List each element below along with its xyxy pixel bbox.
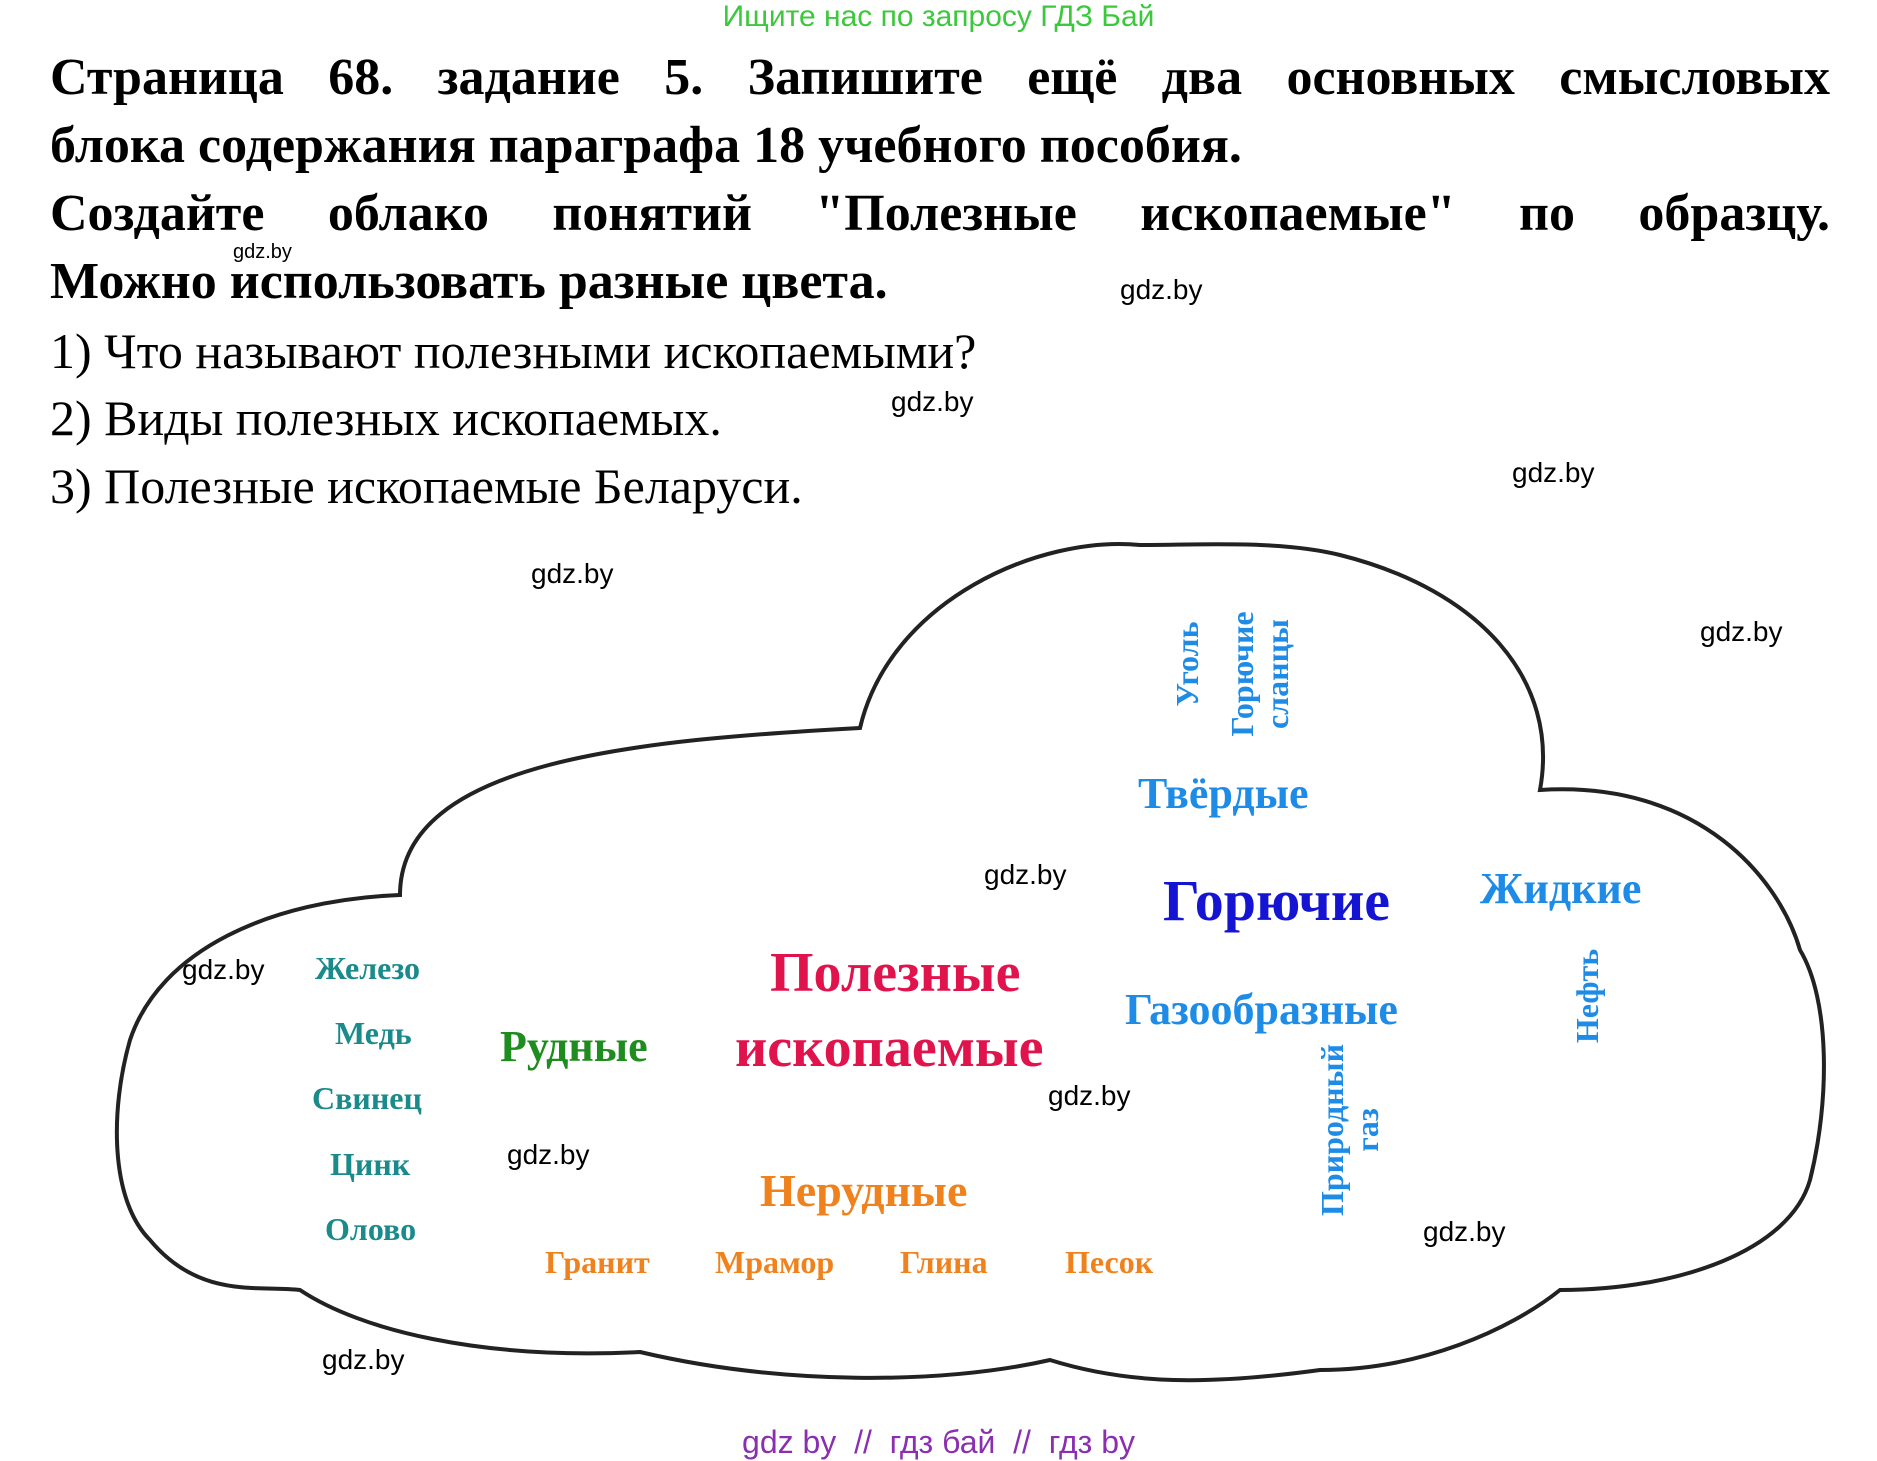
center-word-2: ископаемые: [735, 1017, 1044, 1079]
watermark: gdz.by: [182, 954, 265, 985]
watermark: gdz.by: [1423, 1216, 1506, 1247]
nonore-item: Мрамор: [715, 1244, 835, 1280]
ore-item: Цинк: [330, 1146, 411, 1182]
fuel-label: Горючие: [1163, 868, 1391, 933]
solid-item: сланцы: [1259, 619, 1296, 730]
ore-item: Свинец: [312, 1080, 422, 1116]
question-3: 3) Полезные ископаемые Беларуси.: [50, 458, 803, 514]
solid-item-group: Горючие сланцы: [1224, 594, 1305, 754]
question-2: 2) Виды полезных ископаемых.: [50, 390, 722, 446]
liquid-item: Нефть: [1569, 948, 1605, 1044]
task-line-1: Страница 68. задание 5. Запишите ещё два…: [50, 49, 1830, 106]
task-line-2: блока содержания параграфа 18 учебного п…: [50, 117, 1242, 174]
watermark: gdz.by: [531, 558, 614, 589]
watermark: gdz.by: [1700, 616, 1783, 647]
search-banner[interactable]: Ищите нас по запросу ГДЗ Бай: [722, 0, 1155, 33]
ore-item: Железо: [315, 950, 421, 986]
gas-item-group: Природный газ: [1314, 1025, 1395, 1235]
ore-item: Медь: [335, 1015, 412, 1051]
nonore-item: Гранит: [545, 1244, 650, 1280]
watermark: gdz.by: [984, 859, 1067, 890]
footer-links[interactable]: gdz by // гдз бай // гдз by: [742, 1424, 1135, 1460]
nonore-label: Нерудные: [760, 1165, 968, 1216]
watermark: gdz.by: [1048, 1080, 1131, 1111]
gas-item: газ: [1349, 1108, 1386, 1152]
liquid-label: Жидкие: [1480, 864, 1642, 913]
nonore-item: Песок: [1065, 1244, 1154, 1280]
watermark: gdz.by: [1120, 274, 1203, 305]
center-word-1: Полезные: [770, 942, 1021, 1004]
gas-label: Газообразные: [1125, 985, 1398, 1034]
nonore-item: Глина: [900, 1244, 988, 1280]
solid-item: Горючие: [1224, 611, 1260, 737]
question-1: 1) Что называют полезными ископаемыми?: [50, 323, 977, 379]
gas-item: Природный: [1314, 1043, 1350, 1217]
solid-item: Уголь: [1169, 621, 1205, 707]
ore-item: Олово: [325, 1211, 417, 1247]
watermark: gdz.by: [233, 241, 292, 263]
task-line-4: Можно использовать разные цвета.: [50, 253, 888, 310]
solid-label: Твёрдые: [1138, 769, 1309, 818]
task-heading: Страница 68. задание 5. Запишите ещё два…: [50, 44, 1830, 316]
watermark: gdz.by: [1512, 457, 1595, 488]
ore-label: Рудные: [500, 1022, 648, 1071]
watermark: gdz.by: [891, 386, 974, 417]
task-line-3: Создайте облако понятий "Полезные ископа…: [50, 185, 1830, 242]
watermark: gdz.by: [507, 1139, 590, 1170]
watermark: gdz.by: [322, 1344, 405, 1375]
